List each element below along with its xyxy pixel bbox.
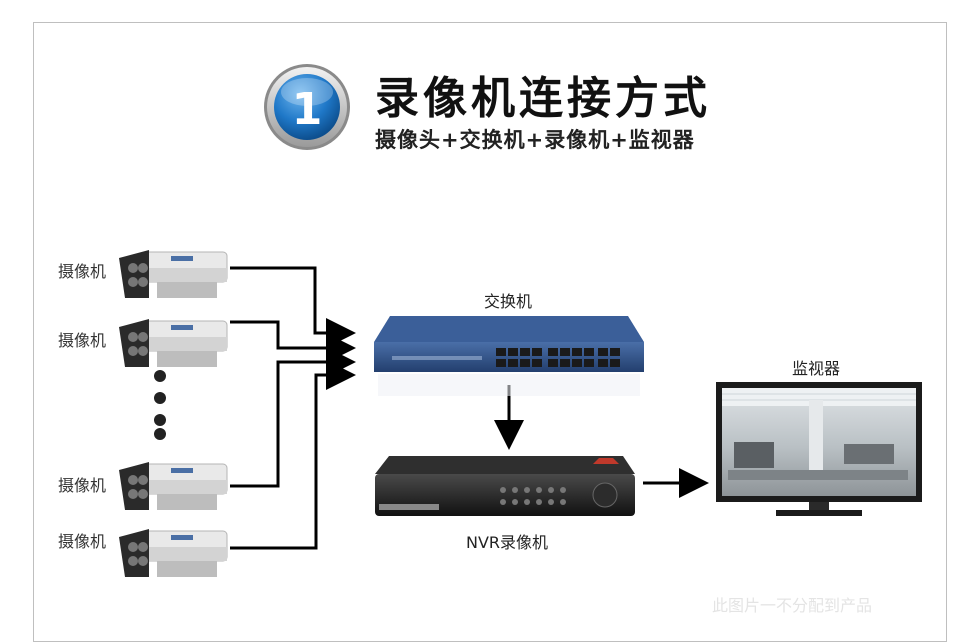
number-badge-icon: 1 [264,64,350,150]
camera-icon [119,529,228,577]
nvr-recorder-icon [375,456,635,516]
camera-4-line [230,360,356,550]
switch-label: 交换机 [484,292,533,311]
ellipsis-dot [154,370,166,382]
camera-label-3: 摄像机 [58,476,107,495]
ellipsis-dot [154,428,166,440]
ellipsis-dot [154,392,166,404]
monitor-icon [716,382,922,516]
camera-icon [119,250,228,298]
watermark: 此图片一不分配到产品 [712,596,873,615]
page-subtitle: 摄像头+交换机+录像机+监视器 [375,128,695,152]
badge-number: 1 [292,84,323,135]
camera-label-4: 摄像机 [58,532,107,551]
page-title: 录像机连接方式 [375,73,711,124]
camera-icon [119,319,228,367]
camera-3-line [230,347,356,488]
camera-icon [119,462,228,510]
network-switch-icon [374,316,644,396]
ellipsis-dot [154,414,166,426]
camera-label-2: 摄像机 [58,331,107,350]
monitor-label: 监视器 [792,359,841,378]
camera-2-line [230,320,356,363]
camera-label-1: 摄像机 [58,262,107,281]
nvr-label: NVR录像机 [466,533,549,552]
